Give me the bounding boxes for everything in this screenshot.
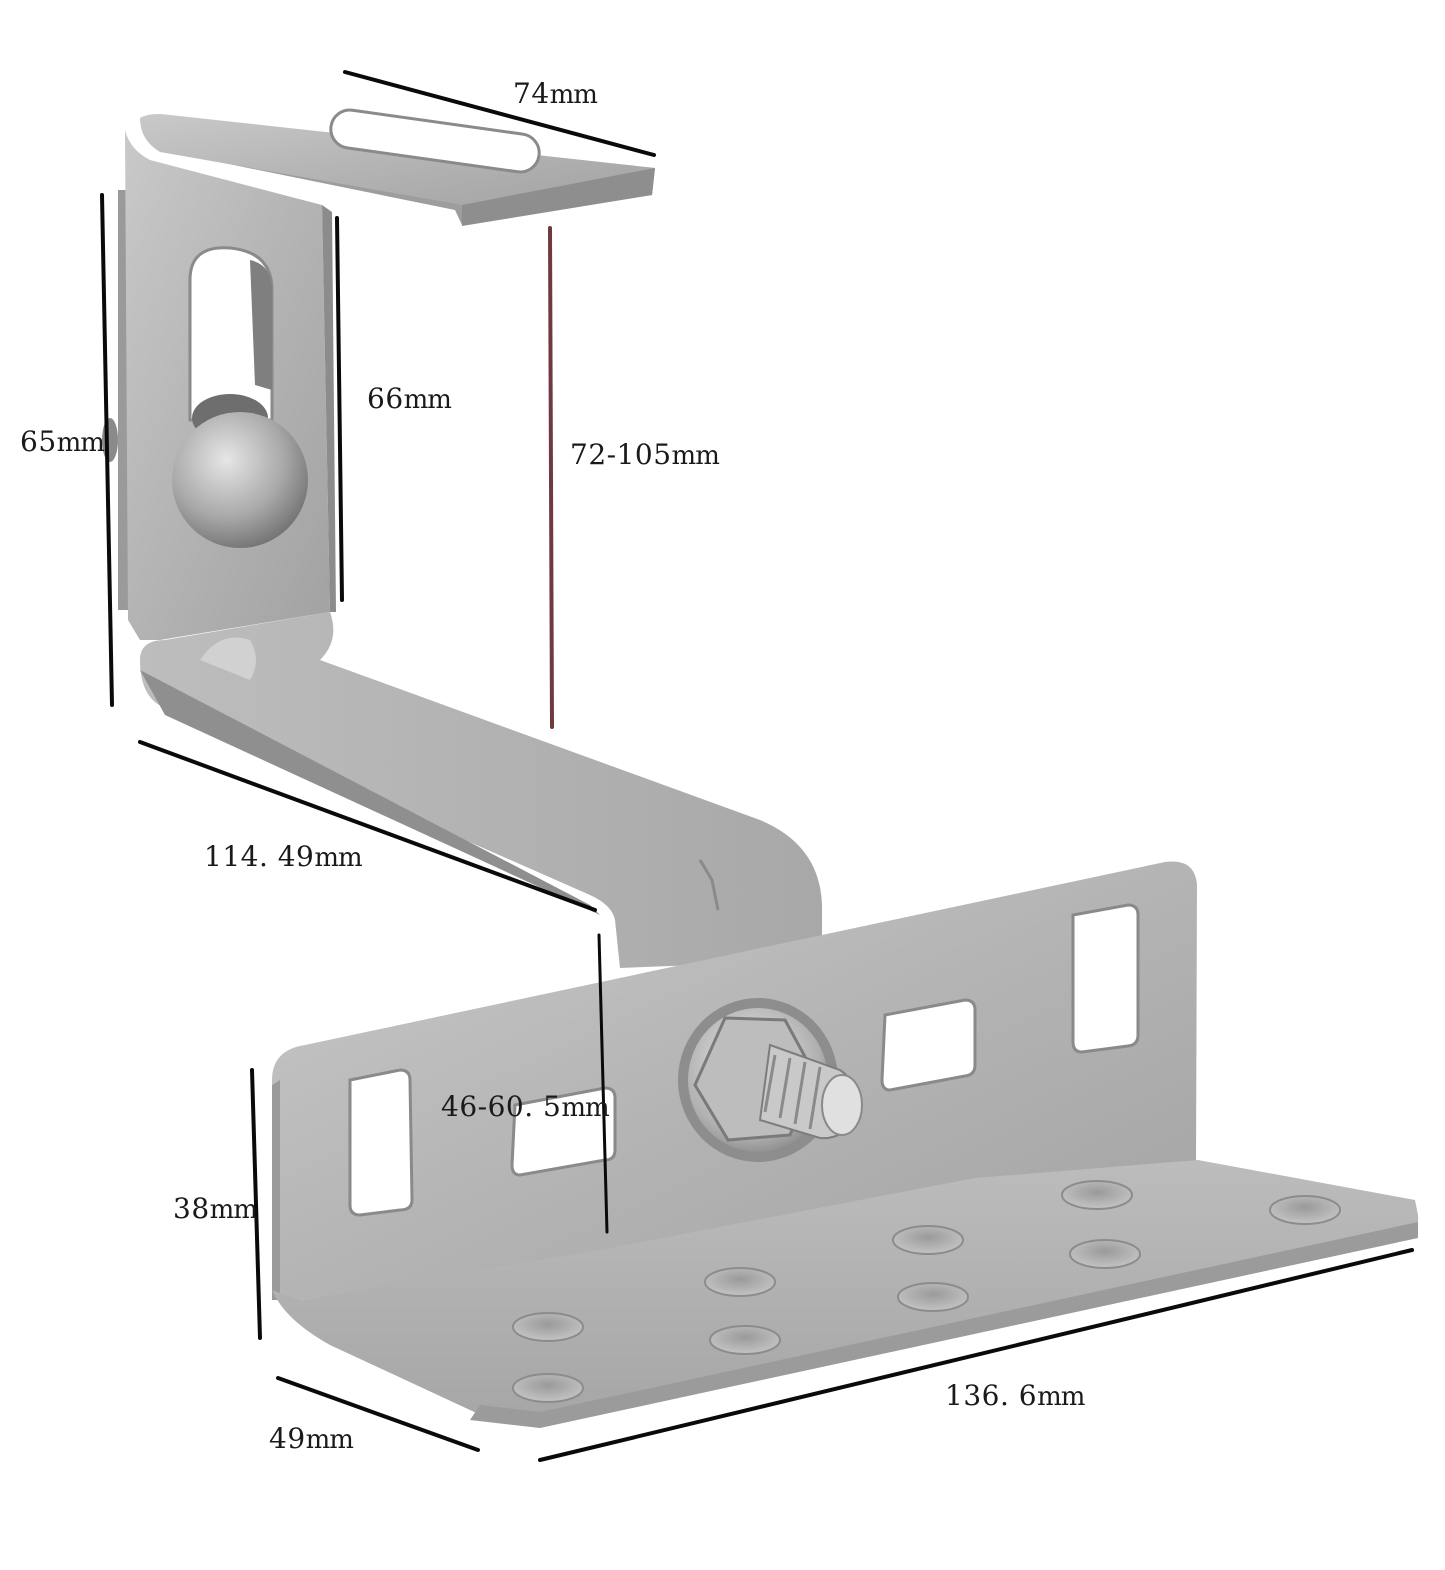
dim-line-base-length [538, 1248, 1414, 1462]
back-plate [102, 130, 336, 640]
dim-line-diagonal-arm [138, 740, 597, 912]
dim-line-base-width [276, 1376, 480, 1452]
mounting-hole [1069, 1239, 1141, 1269]
dim-label-adjustable-height: 72-105mm [570, 438, 720, 471]
dim-value: 66 [367, 382, 404, 415]
flange-slot-1 [348, 1068, 414, 1217]
base-plate [272, 1160, 1419, 1428]
mounting-hole [512, 1373, 584, 1403]
dim-value: 38 [173, 1192, 210, 1225]
top-arm [140, 108, 655, 226]
dim-unit: mm [561, 1093, 609, 1123]
dim-value: 65 [20, 425, 57, 458]
dim-label-base-width: 49mm [269, 1422, 354, 1455]
dim-unit: mm [56, 428, 105, 458]
dim-value: 72-105 [570, 438, 672, 471]
dim-label-adjustable-depth: 46-60. 5mm [441, 1090, 610, 1123]
dim-unit: mm [305, 1425, 354, 1455]
mounting-hole [709, 1325, 781, 1355]
mounting-hole [512, 1312, 584, 1342]
mounting-hole [892, 1225, 964, 1255]
flange-slot-3 [880, 998, 977, 1092]
dim-label-top-arm: 74mm [513, 77, 598, 110]
flange-slot-4 [1071, 903, 1140, 1054]
mounting-hole [897, 1282, 969, 1312]
dim-unit: mm [671, 441, 720, 471]
carriage-bolt-head-icon [172, 412, 308, 548]
dim-value: 46-60. 5 [441, 1090, 562, 1123]
dim-label-flange-height: 38mm [173, 1192, 258, 1225]
dim-label-back-plate: 65mm [20, 425, 105, 458]
mounting-hole [1061, 1180, 1133, 1210]
mounting-hole [704, 1267, 776, 1297]
dim-unit: mm [1037, 1382, 1085, 1412]
flange-slot-2 [510, 1086, 617, 1177]
dim-line-adjustable-depth [597, 933, 609, 1234]
dim-unit: mm [209, 1195, 258, 1225]
mounting-hole [1269, 1195, 1341, 1225]
threaded-bolt-icon [758, 1043, 863, 1140]
dim-label-upper-slot: 66mm [367, 382, 452, 415]
dim-line-adjustable-height [548, 226, 554, 729]
dim-line-upper-slot [335, 216, 344, 602]
base-flange [272, 861, 1197, 1301]
dim-value: 49 [269, 1422, 306, 1455]
dim-label-diagonal-arm: 114. 49mm [204, 840, 363, 873]
top-arm-slot [329, 108, 541, 174]
dimension-lines [100, 70, 1414, 1462]
dim-unit: mm [314, 843, 362, 873]
dim-line-flange-height [250, 1068, 262, 1340]
dim-label-base-length: 136. 6mm [945, 1379, 1085, 1412]
dim-unit: mm [403, 385, 452, 415]
dim-value: 136. 6 [945, 1379, 1038, 1412]
diagonal-arm [140, 612, 822, 968]
dim-line-top-arm [343, 70, 656, 157]
dim-unit: mm [549, 80, 598, 110]
dim-value: 74 [513, 77, 550, 110]
dim-line-back-plate [100, 193, 114, 707]
dim-value: 114. 49 [204, 840, 315, 873]
